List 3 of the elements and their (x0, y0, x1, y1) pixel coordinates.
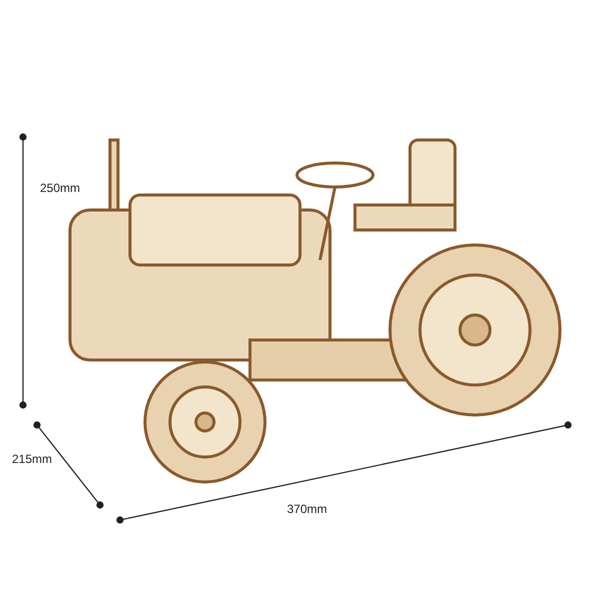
dimension-label: 250mm (40, 181, 80, 195)
dimension-label: 215mm (12, 452, 52, 466)
dimension-label: 370mm (287, 502, 328, 516)
